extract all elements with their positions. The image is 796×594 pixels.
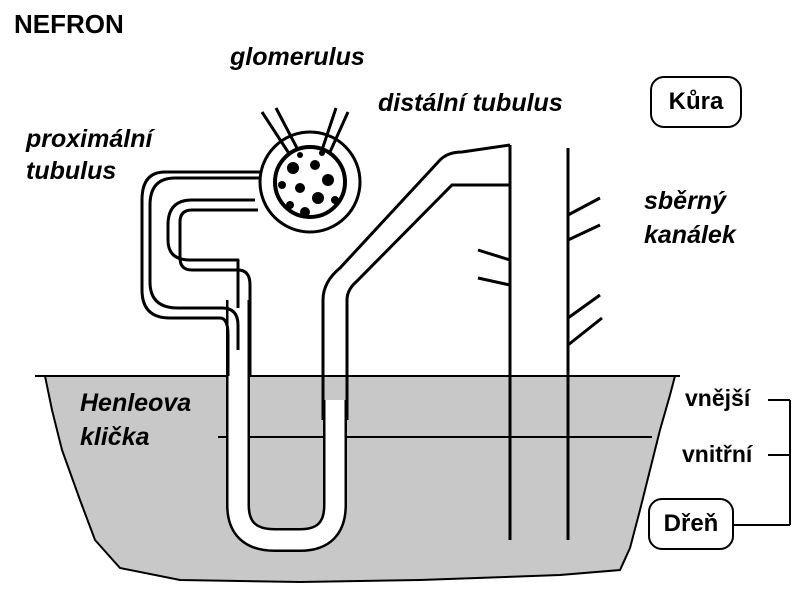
label-proximal-line1: proximální	[26, 126, 152, 154]
label-proximal-line2: tubulus	[26, 158, 116, 186]
label-distal-tubule: distální tubulus	[378, 90, 563, 118]
cortex-zone-label: Kůra	[669, 88, 724, 116]
glomerulus-capillaries	[275, 147, 345, 217]
label-henle-line2: klička	[80, 424, 150, 452]
medulla-zone-label: Dřeň	[664, 510, 719, 538]
label-glomerulus: glomerulus	[230, 44, 365, 72]
label-collecting-line2: kanálek	[644, 222, 736, 250]
cortex-zone-box: Kůra	[650, 76, 742, 128]
medulla-zone-box: Dřeň	[648, 498, 734, 550]
label-henle-line1: Henleova	[80, 390, 191, 418]
diagram-title: NEFRON	[14, 10, 124, 39]
label-inner-medulla: vnitřní	[682, 442, 752, 467]
label-outer-medulla: vnější	[685, 386, 750, 411]
label-collecting-line1: sběrný	[644, 188, 726, 216]
